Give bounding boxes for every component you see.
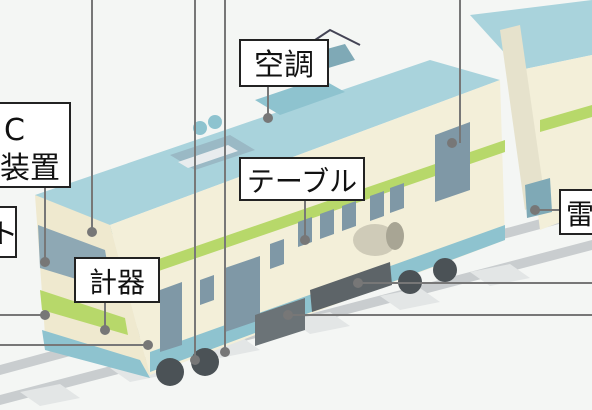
label-meter: 計器 <box>74 257 160 303</box>
label-table-text: テーブル <box>247 165 357 198</box>
label-right-partial-text: 雷 <box>566 198 592 231</box>
label-meter-text: 計器 <box>89 266 145 299</box>
leader-dots <box>40 113 540 365</box>
wheels <box>156 258 457 386</box>
leader-lines <box>0 0 592 360</box>
front-car-roof <box>35 60 500 225</box>
front-car-stripe <box>150 140 505 274</box>
gangway <box>500 25 545 210</box>
label-atc-line2: 装置 <box>0 151 60 186</box>
second-car <box>470 0 592 230</box>
label-left-partial: ト <box>0 206 18 258</box>
label-table: テーブル <box>239 157 365 201</box>
label-aircon: 空調 <box>239 39 329 87</box>
label-right-partial: 雷 <box>559 189 592 235</box>
underfloor-box <box>310 262 392 312</box>
label-left-partial-text: ト <box>0 217 18 250</box>
label-aircon-text: 空調 <box>254 48 314 83</box>
air-tank <box>353 224 397 256</box>
label-atc-device: C 装置 <box>0 102 71 188</box>
label-atc-line1: C <box>4 113 25 148</box>
